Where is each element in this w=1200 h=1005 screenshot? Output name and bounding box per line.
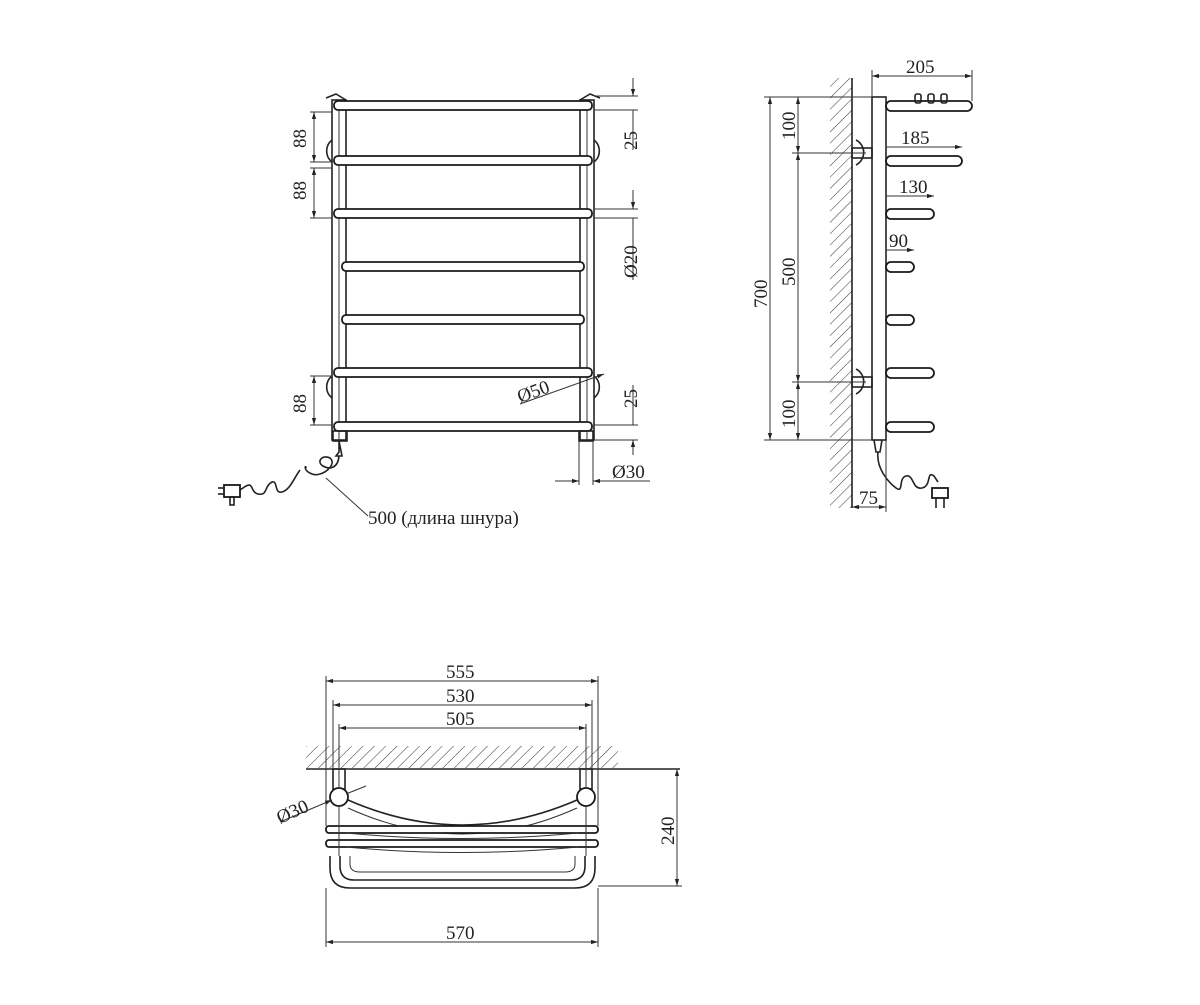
top-view: 555 530 505 570 240 Ø30 (273, 662, 682, 947)
dim-130: 130 (899, 177, 928, 198)
dim-505: 505 (446, 709, 475, 730)
right-pipe-circle (576, 787, 596, 807)
dim-205: 205 (906, 57, 935, 78)
plug-icon (223, 484, 241, 498)
dim-100-top: 100 (779, 112, 800, 141)
dim-500: 500 (779, 258, 800, 287)
dim-88-bottom: 88 (290, 394, 311, 413)
dim-240: 240 (658, 817, 679, 846)
dim-d30-top: Ø30 (273, 796, 311, 828)
top-wall-hatch (306, 746, 618, 768)
dim-d30-front: Ø30 (612, 462, 645, 483)
dim-75: 75 (859, 488, 878, 509)
side-plug-icon (931, 487, 949, 499)
left-pipe-circle (329, 787, 349, 807)
dim-88-mid: 88 (290, 181, 311, 200)
dim-d50: Ø50 (515, 377, 553, 408)
dim-25-bottom: 25 (621, 389, 642, 408)
side-power-cord (877, 451, 939, 491)
crossbars (333, 100, 593, 432)
dim-570: 570 (446, 923, 475, 944)
dim-90: 90 (889, 231, 908, 252)
cord-length-label: 500 (длина шнура) (368, 508, 519, 529)
side-view: 205 185 130 90 700 100 500 100 75 (751, 57, 973, 512)
dim-555: 555 (446, 662, 475, 683)
dim-d20: Ø20 (621, 245, 642, 278)
dim-185: 185 (901, 128, 930, 149)
wall-hatch (830, 78, 852, 508)
dim-88-top: 88 (290, 129, 311, 148)
dim-700: 700 (751, 280, 772, 309)
dim-530: 530 (446, 686, 475, 707)
dim-100-bottom: 100 (779, 400, 800, 429)
dim-25-top: 25 (621, 131, 642, 150)
front-view: 88 88 88 25 Ø20 25 Ø50 Ø30 500 (длина шн… (218, 78, 650, 529)
power-cord (304, 455, 340, 476)
side-pipe (871, 96, 887, 441)
